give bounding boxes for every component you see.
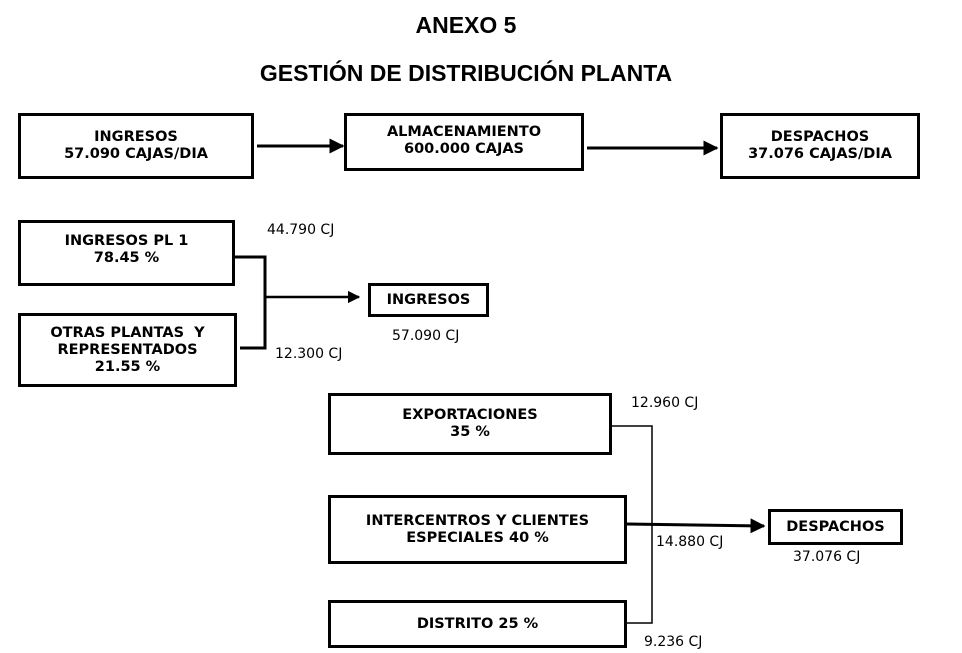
page-title: ANEXO 5 xyxy=(415,12,517,38)
despachos-total-box: DESPACHOS xyxy=(768,509,903,545)
despachos-total-label: DESPACHOS xyxy=(786,518,885,535)
ingresos-pl1-box: INGRESOS PL 1 78.45 % xyxy=(18,220,235,286)
ingresos-pl1-percent: 78.45 % xyxy=(93,250,160,266)
ingresos-value: 57.090 CAJAS/DIA xyxy=(64,146,208,162)
otras-plantas-qty: 12.300 CJ xyxy=(275,346,343,362)
almacenamiento-box: ALMACENAMIENTO 600.000 CAJAS xyxy=(344,113,584,171)
ingresos-total-box: INGRESOS xyxy=(368,283,489,317)
intercentros-label: INTERCENTROS Y CLIENTES xyxy=(365,512,590,529)
intercentros-box: INTERCENTROS Y CLIENTES ESPECIALES 40 % xyxy=(328,495,627,564)
ingresos-total-qty: 57.090 CJ xyxy=(392,328,460,344)
despachos-label: DESPACHOS xyxy=(770,129,870,145)
otras-plantas-box: OTRAS PLANTAS Y REPRESENTADOS 21.55 % xyxy=(18,313,237,387)
arrow-to-despachos xyxy=(625,518,766,534)
despachos-value: 37.076 CAJAS/DIA xyxy=(748,146,892,162)
distrito-label: DISTRITO 25 % xyxy=(416,615,539,632)
exportaciones-label: EXPORTACIONES xyxy=(402,407,538,423)
distrito-qty: 9.236 CJ xyxy=(644,634,703,650)
otras-plantas-label: OTRAS PLANTAS Y xyxy=(50,324,205,341)
page-subtitle: GESTIÓN DE DISTRIBUCIÓN PLANTA xyxy=(259,60,673,86)
exportaciones-percent: 35 % xyxy=(450,424,490,440)
despachos-total-qty: 37.076 CJ xyxy=(793,549,861,565)
exportaciones-box: EXPORTACIONES 35 % xyxy=(328,393,612,455)
intercentros-percent: ESPECIALES 40 % xyxy=(406,529,549,546)
ingresos-bracket xyxy=(234,255,267,350)
ingresos-label: INGRESOS xyxy=(94,129,178,145)
intercentros-qty: 14.880 CJ xyxy=(656,534,724,550)
ingresos-box: INGRESOS 57.090 CAJAS/DIA xyxy=(18,113,254,179)
despachos-box: DESPACHOS 37.076 CAJAS/DIA xyxy=(720,113,920,179)
almacenamiento-label: ALMACENAMIENTO xyxy=(386,124,542,140)
otras-plantas-percent: 21.55 % xyxy=(94,358,161,375)
ingresos-pl1-label: INGRESOS PL 1 xyxy=(64,233,189,249)
exportaciones-qty: 12.960 CJ xyxy=(631,395,699,411)
distrito-box: DISTRITO 25 % xyxy=(328,600,627,648)
otras-plantas-label-2: REPRESENTADOS xyxy=(57,341,198,358)
ingresos-total-label: INGRESOS xyxy=(386,291,471,308)
ingresos-pl1-qty: 44.790 CJ xyxy=(267,222,335,238)
almacenamiento-value: 600.000 CAJAS xyxy=(403,141,524,157)
